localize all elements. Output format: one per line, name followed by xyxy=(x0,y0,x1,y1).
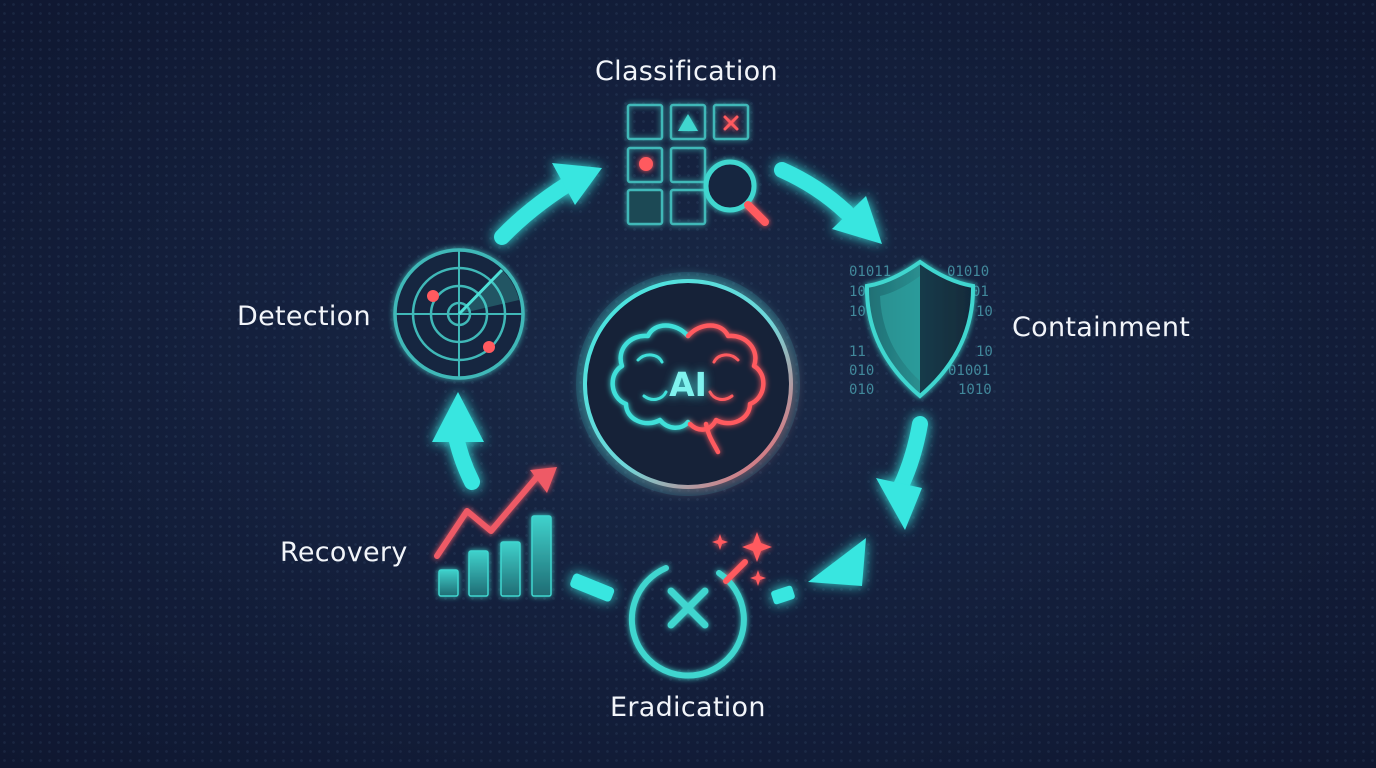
arrow-classification-to-containment xyxy=(774,162,882,244)
ai-label: AI xyxy=(669,365,707,404)
brain-icon xyxy=(610,323,766,455)
binary-row: 10 xyxy=(849,304,866,320)
stage-label-containment: Containment xyxy=(1012,312,1191,343)
binary-row: 10 xyxy=(976,304,993,320)
eradication-x-icon xyxy=(628,559,748,679)
binary-row: 1010 xyxy=(958,382,992,398)
stage-label-eradication: Eradication xyxy=(610,692,766,723)
arrow-containment-to-eradication xyxy=(876,416,928,530)
recovery-chart-icon xyxy=(434,467,557,597)
arrow-detection-to-classification xyxy=(494,163,602,245)
binary-row: 10 xyxy=(976,344,993,360)
classification-grid-icon xyxy=(626,103,750,226)
arrow-into-eradication xyxy=(771,538,866,605)
arrow-eradication-to-recovery xyxy=(570,573,615,602)
arrow-recovery-to-detection xyxy=(432,392,484,490)
stage-label-classification: Classification xyxy=(595,56,778,87)
center-ai-circle xyxy=(576,272,800,496)
stage-label-recovery: Recovery xyxy=(280,537,408,568)
binary-row: 10 xyxy=(849,284,866,300)
sparkle-icon xyxy=(712,532,772,586)
binary-row: 01001 xyxy=(948,363,990,379)
binary-row: 01010 xyxy=(947,264,989,280)
binary-row: 010 xyxy=(849,382,874,398)
binary-row: 010 xyxy=(849,363,874,379)
binary-row: 01 xyxy=(972,284,989,300)
binary-row: 01011 xyxy=(849,264,891,280)
radar-icon xyxy=(393,248,525,380)
shield-icon xyxy=(864,259,976,399)
magnifier-icon xyxy=(703,159,769,226)
binary-row: 11 xyxy=(849,344,866,360)
stage-label-detection: Detection xyxy=(237,301,371,332)
